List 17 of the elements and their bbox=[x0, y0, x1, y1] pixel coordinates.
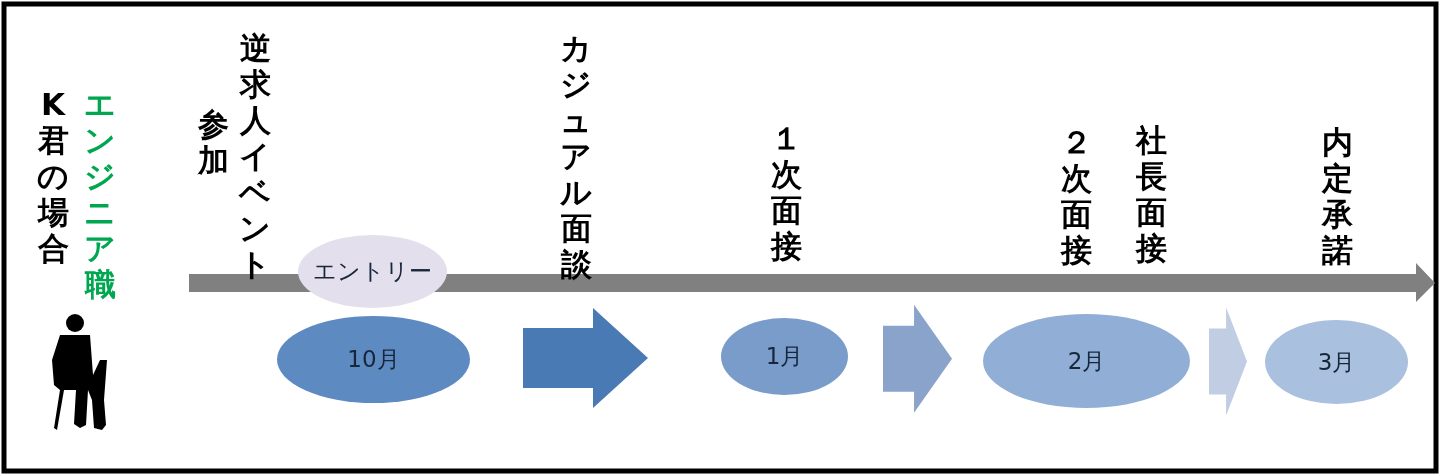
month-oval: 3月 bbox=[1265, 320, 1408, 404]
heading: エンジニア職 bbox=[83, 86, 117, 302]
block-arrow bbox=[1209, 307, 1247, 416]
step-label: カジュアル面談 bbox=[559, 30, 593, 282]
month-oval: 1月 bbox=[721, 318, 848, 395]
heading: K君の場合 bbox=[36, 86, 70, 266]
step-label: １次面接 bbox=[769, 120, 803, 264]
block-arrow bbox=[883, 304, 952, 413]
step-label: 内定承諾 bbox=[1320, 124, 1354, 268]
entry-oval: エントリー bbox=[298, 235, 447, 308]
step-label: 逆求人イベント bbox=[238, 30, 272, 282]
block-arrow bbox=[523, 308, 648, 408]
step-label: 参加 bbox=[196, 106, 230, 178]
month-oval: 10月 bbox=[277, 316, 470, 403]
step-label: ２次面接 bbox=[1059, 124, 1093, 268]
step-label: 社長面接 bbox=[1134, 122, 1168, 266]
month-oval: 2月 bbox=[983, 314, 1190, 408]
